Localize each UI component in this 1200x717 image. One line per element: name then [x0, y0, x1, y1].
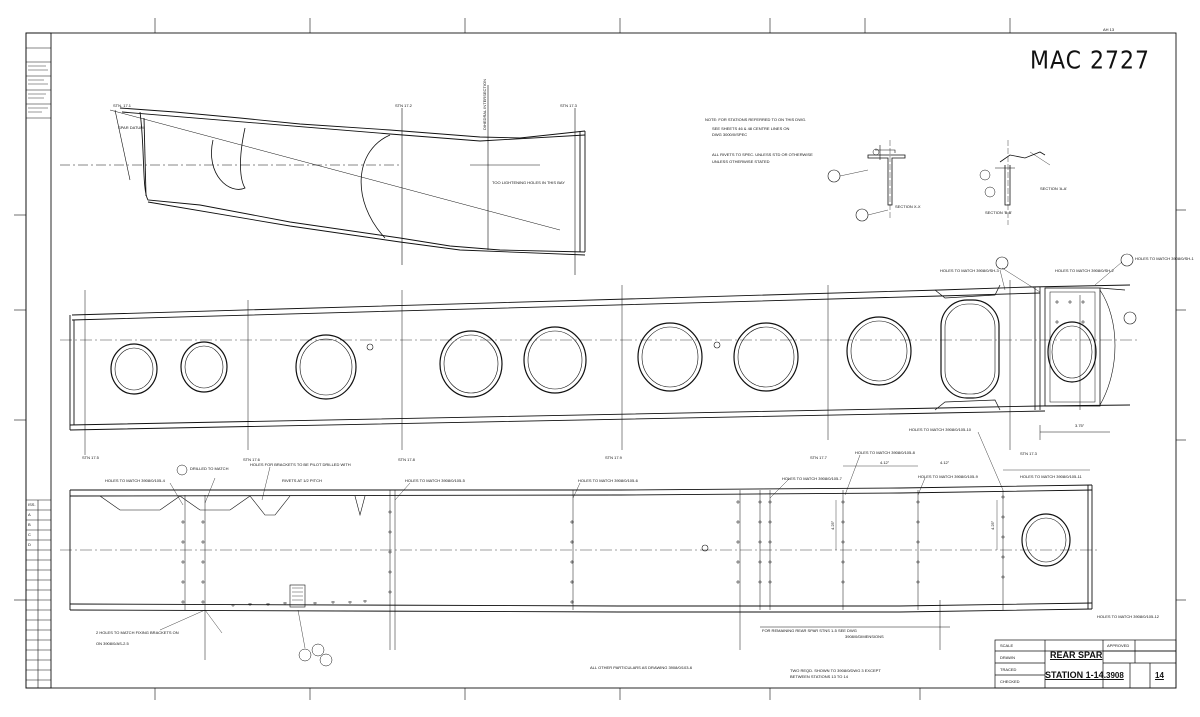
middle-spar-view: [60, 253, 1140, 455]
strip-row-2: B: [28, 522, 31, 527]
bot-callout-7: HOLES TO MATCH 3908/0/105-7: [782, 476, 842, 481]
top-spar-view: [60, 85, 586, 275]
station-label-5: STN 17.7: [810, 455, 827, 460]
lightening-note: TOO LIGHTENING HOLES IN THIS BAY: [492, 180, 565, 185]
section-detail-b: [979, 140, 1051, 225]
note-line-2: SEE SHEETS 46 & 48 CENTRE LINES ON: [712, 126, 790, 131]
note-line-1: NOTE: FOR STATIONS REFERRED TO ON THIS D…: [705, 117, 807, 122]
top-stn-2: STN 17.2: [395, 103, 412, 108]
border-ticks: [14, 18, 1186, 700]
callout-mid-1: HOLES TO MATCH 3908/0/SH-3: [940, 268, 999, 273]
station-label-6: STN 17.3: [1020, 451, 1037, 456]
strip-row-0: ISS.: [28, 502, 36, 507]
bot-callout-10: HOLES TO MATCH 3908/0/105-10: [909, 427, 972, 432]
section-label-b: SECTION 'A-A': [1040, 186, 1068, 191]
dim-bot-3: 4.25": [830, 520, 835, 530]
station-label-4: STN 17.9: [605, 455, 622, 460]
note-line-5: UNLESS OTHERWISE STATED: [712, 159, 770, 164]
bot-callout-9: HOLES TO MATCH 3908/0/105-9: [918, 474, 978, 479]
bot-callout-5: HOLES TO MATCH 3908/0/105-5: [405, 478, 465, 483]
dihedral-label: DIHEDRAL INTERSECTION: [482, 79, 487, 130]
tb-scale: SCALE: [1000, 643, 1014, 648]
top-stn-left: STN. 17.1: [113, 103, 132, 108]
rivet-marks: [181, 300, 1085, 607]
left-note-1: 2 HOLES TO MATCH FIXING BRACKETS ON: [96, 630, 179, 635]
left-revision-strip: [25, 32, 52, 689]
sheet-code: MAC 2727: [1030, 46, 1150, 76]
tb-title-2: STATION 1-14.: [1045, 670, 1107, 680]
left-note-2: ON 3908/0/AS-2.5: [96, 641, 129, 646]
station-label-1: STN 17.5: [82, 455, 99, 460]
bot-callout-1: HOLES TO MATCH 3908/0/105-4: [105, 478, 165, 483]
callout-mid-3: HOLES TO MATCH 3908/0/SH-1: [1135, 256, 1194, 261]
tb-traced: TRACED: [1000, 667, 1017, 672]
corner-ref: AH 13: [1103, 27, 1115, 32]
tb-title-1: REAR SPAR: [1050, 650, 1103, 660]
bot-callout-4: RIVETS AT 1/2 PITCH: [282, 478, 322, 483]
tb-checked: CHECKED: [1000, 679, 1020, 684]
section-label-c: SECTION 'B-B': [985, 210, 1013, 215]
bot-callout-3: HOLES FOR BRACKETS TO BE PILOT DRILLED W…: [250, 462, 351, 467]
top-stn-3: STN 17.3: [560, 103, 577, 108]
bottom-note-2: 3908/0/DIMENSIONS: [845, 634, 884, 639]
bot-callout-2: DRILLED TO MATCH: [190, 466, 229, 471]
dim-bot-2: 4.12": [940, 460, 950, 465]
title-block-lines: [994, 639, 1177, 689]
section-detail-a: [827, 140, 906, 222]
lightening-holes: [110, 299, 1097, 400]
dim-mid: 3.75": [1075, 423, 1085, 428]
two-req-note: TWO REQD. SHOWN TO 3908/0/DWG 3 EXCEPT: [790, 668, 881, 673]
bottom-spar-view: [60, 464, 1100, 667]
spar-datum-label: SPAR DATUM: [118, 125, 144, 130]
tb-drawn: DRAWN: [1000, 655, 1015, 660]
callout-mid-2: HOLES TO MATCH 3908/0/SH-2: [1055, 268, 1114, 273]
tb-approved: APPROVED: [1107, 643, 1130, 648]
note-line-3: DWG 3000/0/SPEC: [712, 132, 748, 137]
bot-callout-8: HOLES TO MATCH 3908/0/105-8: [855, 450, 915, 455]
dim-bot-1: 4.12": [880, 460, 890, 465]
station-label-3: STN 17.8: [398, 457, 415, 462]
all-other-note: ALL OTHER PARTICULARS AS DRAWING 3908/0/…: [590, 665, 693, 670]
two-req-note-2: BETWEEN STATIONS 13 TO 14: [790, 674, 848, 679]
tb-dwg-no: 3908: [1106, 671, 1124, 680]
strip-row-3: C: [28, 532, 31, 537]
bot-callout-6: HOLES TO MATCH 3908/0/105-6: [578, 478, 638, 483]
section-label-a: SECTION X-X: [895, 204, 921, 209]
bot-callout-11: HOLES TO MATCH 3908/0/105-11: [1020, 474, 1082, 479]
strip-row-4: D: [28, 542, 31, 547]
bottom-note-1: FOR REMAINING REAR SPAR STNS 1-5 SEE DWG: [762, 628, 857, 633]
strip-row-1: A: [28, 512, 31, 517]
station-label-2: STN 17.6: [243, 457, 260, 462]
tb-sheet: 14: [1155, 671, 1164, 680]
sheet-border: [25, 32, 1177, 689]
bot-callout-12: HOLES TO MATCH 3908/0/105-12: [1097, 614, 1160, 619]
dim-bot-4: 4.25": [990, 520, 995, 530]
note-line-4: ALL RIVETS TO SPEC. UNLESS STD OR OTHERW…: [712, 152, 813, 157]
